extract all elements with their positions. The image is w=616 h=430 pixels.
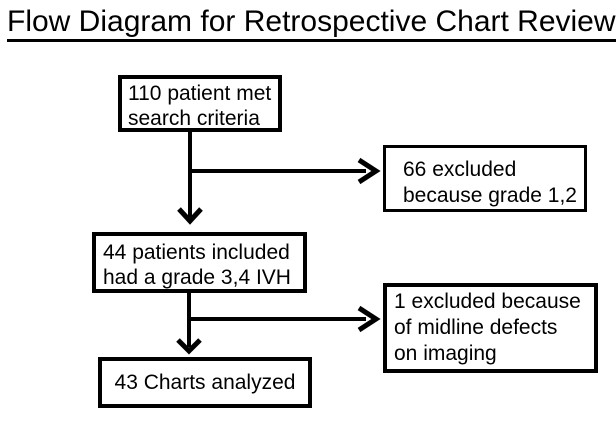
page-title-text: Flow Diagram for Retrospective Chart Rev… <box>7 6 616 42</box>
node-excluded-grade-1-2: 66 excluded because grade 1,2 <box>383 145 587 212</box>
node-patients-met-search-criteria: 110 patient met search criteria <box>118 75 282 132</box>
arrowhead-right-icon <box>357 305 381 333</box>
arrowhead-down-icon <box>176 338 202 355</box>
arrowhead-right-icon <box>357 157 381 185</box>
node-patients-included-ivh: 44 patients included had a grade 3,4 IVH <box>92 232 307 293</box>
arrow-search-to-excluded-grade <box>188 157 381 185</box>
arrow-included-to-excluded-midline <box>187 305 381 333</box>
arrowhead-down-icon <box>177 207 203 225</box>
node-charts-analyzed: 43 Charts analyzed <box>98 357 312 408</box>
node-excluded-midline-defects: 1 excluded because of midline defects on… <box>383 283 598 373</box>
arrow-included-to-analyzed <box>176 293 202 355</box>
page-title: Flow Diagram for Retrospective Chart Rev… <box>7 6 616 42</box>
arrow-search-to-included <box>177 132 203 225</box>
